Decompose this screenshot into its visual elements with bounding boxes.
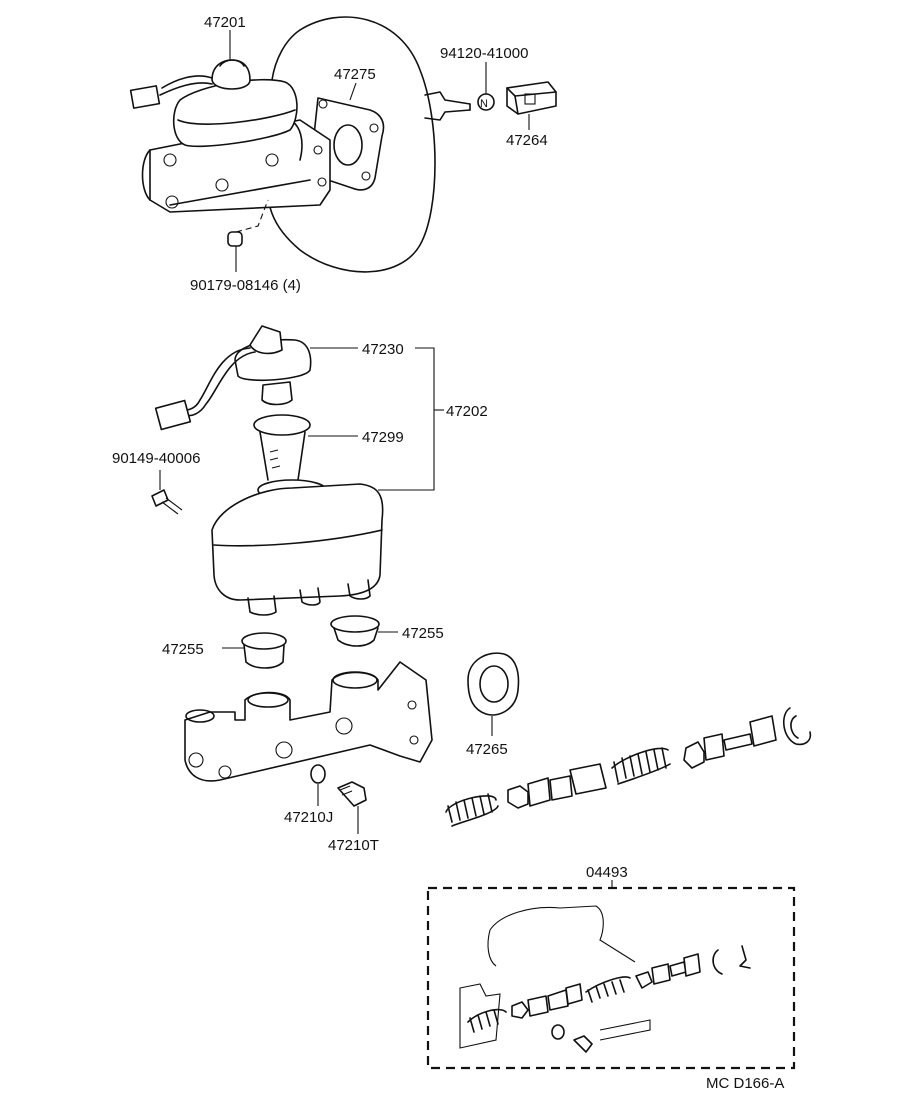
label-47230: 47230 [362, 341, 404, 358]
label-47265: 47265 [466, 741, 508, 758]
master-cylinder-parts [184, 615, 812, 827]
label-47275: 47275 [334, 66, 376, 83]
label-47264: 47264 [506, 132, 548, 149]
reservoir-assembly [151, 325, 384, 616]
section3-leaders [222, 631, 493, 834]
repair-kit-box [426, 880, 796, 1070]
label-47255-right: 47255 [402, 625, 444, 642]
label-47202: 47202 [446, 403, 488, 420]
label-04493: 04493 [586, 864, 628, 881]
label-47201: 47201 [204, 14, 246, 31]
label-90179-08146: 90179-08146 (4) [190, 277, 301, 294]
label-90149-40006: 90149-40006 [112, 450, 200, 467]
label-47299: 47299 [362, 429, 404, 446]
label-47210t: 47210T [328, 837, 379, 854]
section2-leaders [159, 347, 444, 491]
label-94120-41000: 94120-41000 [440, 45, 528, 62]
label-47255-left: 47255 [162, 641, 204, 658]
svg-text:N: N [480, 98, 488, 110]
label-47210j: 47210J [284, 809, 333, 826]
brake-booster-assembly: N [129, 16, 557, 273]
diagram-code: MC D166-A [706, 1075, 784, 1092]
section1-leaders [229, 30, 530, 272]
